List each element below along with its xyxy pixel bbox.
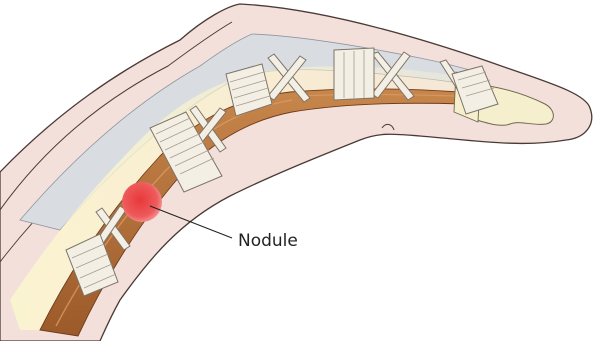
annular-pulley-a3 — [334, 48, 374, 100]
nodule-label: Nodule — [238, 231, 298, 251]
nodule — [122, 182, 162, 222]
nodule-dot — [122, 182, 162, 222]
